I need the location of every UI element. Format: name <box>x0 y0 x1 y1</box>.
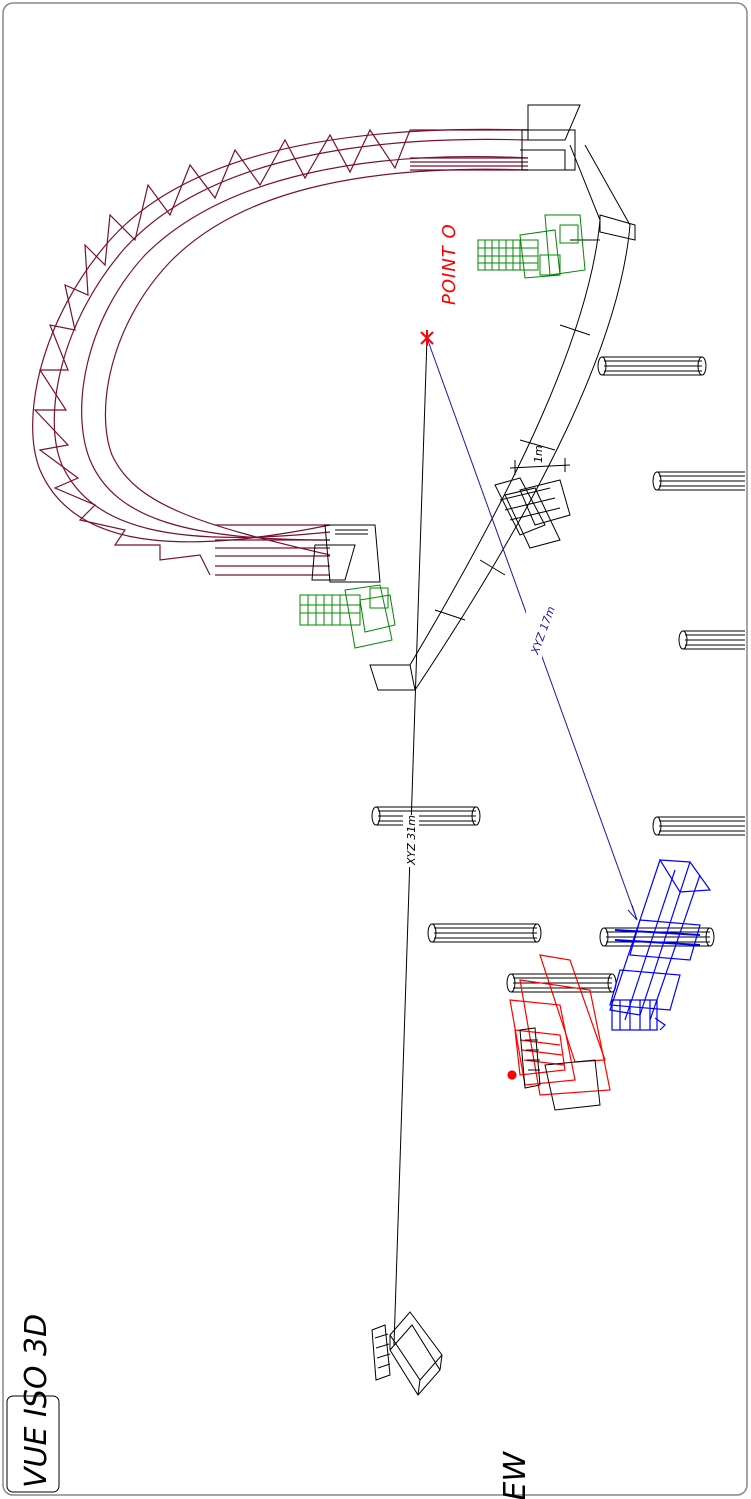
column-4 <box>371 806 481 826</box>
scale-1m <box>509 458 571 475</box>
red-robot-base <box>519 1027 601 1111</box>
green-equipment-top <box>477 214 586 279</box>
remote-machine <box>371 1311 443 1396</box>
columns <box>371 356 745 993</box>
column-1 <box>597 356 707 376</box>
origin-label: POINT O <box>439 223 460 305</box>
red-robot <box>507 954 611 1096</box>
view-title: VUE ISO 3D <box>19 1314 54 1488</box>
column-6 <box>427 923 542 943</box>
origin-marker <box>420 330 434 346</box>
dimension-arrow-short <box>627 904 638 921</box>
column-3 <box>678 630 745 650</box>
column-2 <box>652 471 745 491</box>
blue-robot <box>609 859 712 1031</box>
scale-1m-label: 1m <box>532 445 545 463</box>
middle-equipment <box>494 477 571 549</box>
green-equipment-bottom <box>299 584 396 649</box>
column-5 <box>652 816 745 836</box>
arc-conveyor <box>311 104 636 691</box>
view-title-box <box>6 1395 60 1493</box>
column-8 <box>506 973 617 993</box>
dimension-label-long: XYZ 31m <box>405 815 418 866</box>
view-word: VIEW <box>498 1451 533 1499</box>
curved-track <box>32 128 529 576</box>
